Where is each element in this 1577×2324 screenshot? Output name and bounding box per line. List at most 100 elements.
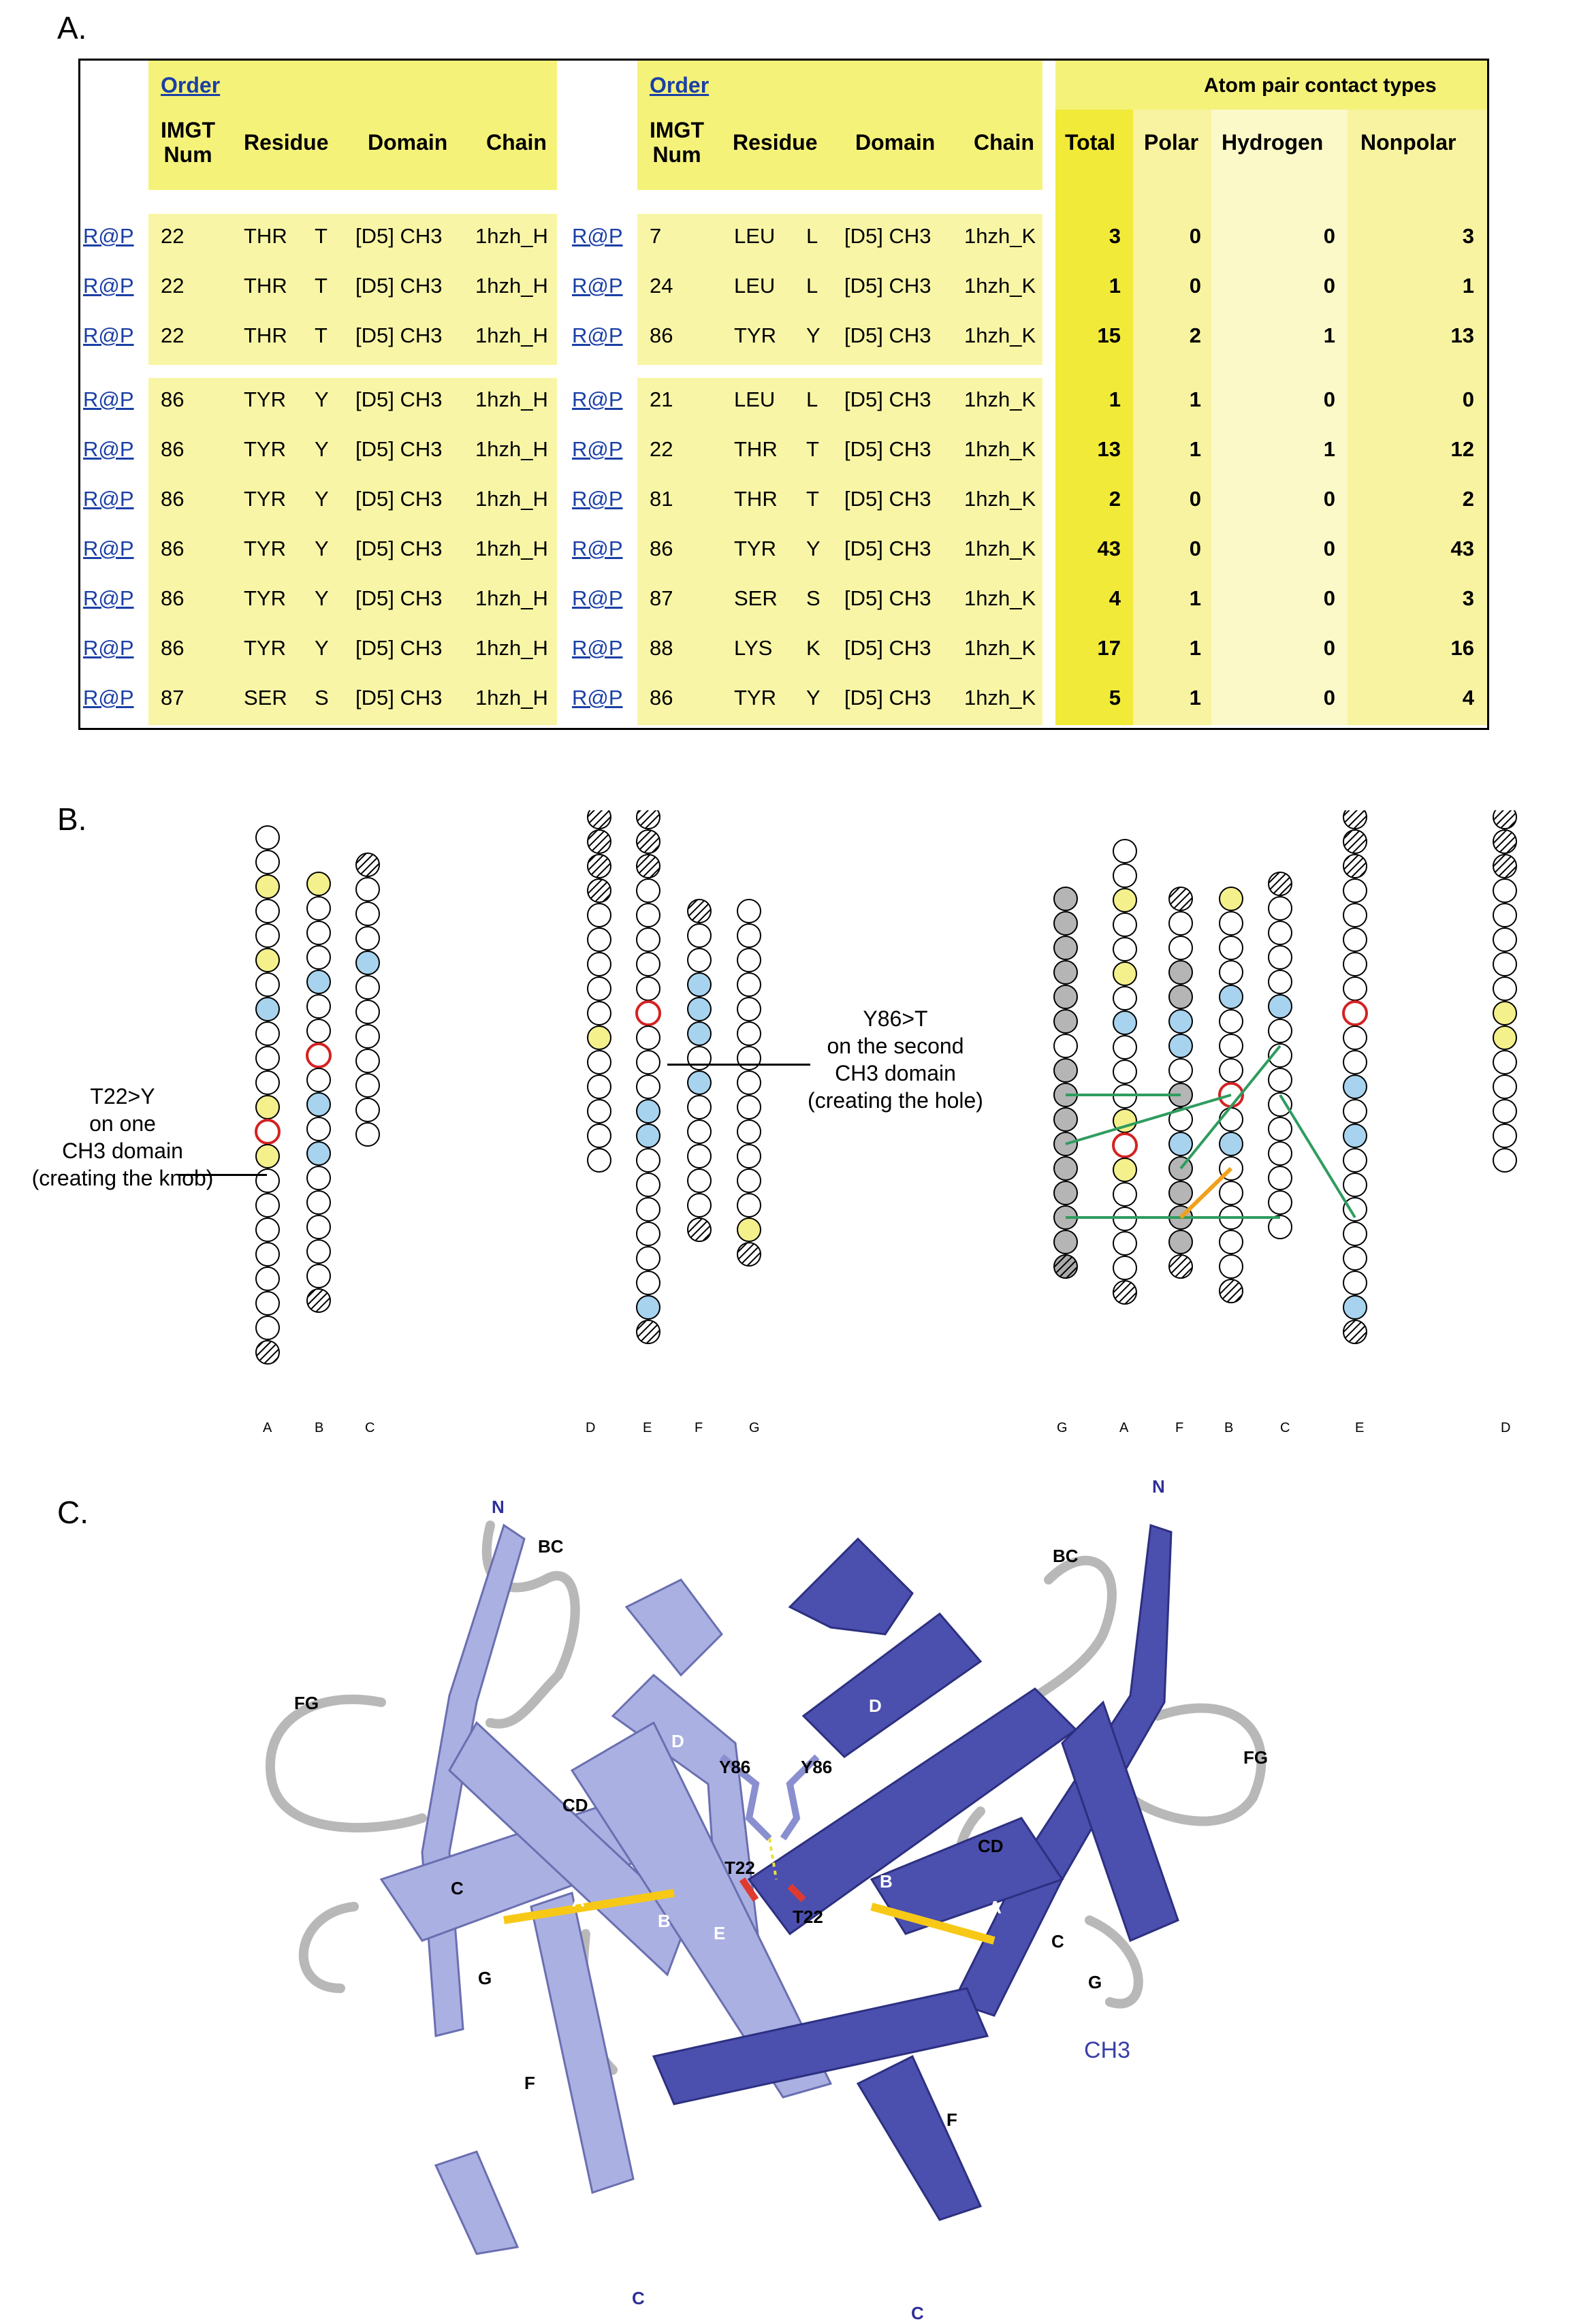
residue-bead: [1268, 970, 1292, 994]
residue-bead: [1112, 1132, 1138, 1158]
rap-link[interactable]: R@P: [572, 636, 623, 660]
table-cell-a1: Y: [315, 487, 329, 511]
c-right-f-label: F: [946, 2110, 957, 2130]
residue-bead: [1053, 1156, 1078, 1181]
table-cell-a1: Y: [315, 586, 329, 610]
table-cell-n2: 88: [650, 636, 673, 660]
residue-bead: [1113, 839, 1137, 863]
rap-link[interactable]: R@P: [83, 387, 134, 411]
c-right-cd-label: CD: [978, 1836, 1004, 1856]
c-left-a-label: A: [572, 1890, 585, 1911]
table-cell-hyd: 0: [1323, 537, 1335, 560]
table-cell-polar: 0: [1189, 274, 1201, 298]
residue-bead: [737, 997, 761, 1021]
rap-link[interactable]: R@P: [83, 437, 134, 461]
residue-bead: [255, 1340, 280, 1365]
residue-bead: [255, 850, 280, 874]
table-cell-total: 5: [1109, 686, 1121, 710]
table-cell-a2: S: [806, 586, 821, 610]
residue-bead: [687, 972, 712, 997]
residue-bead: [1342, 1000, 1368, 1026]
table-cell-a2: K: [806, 636, 821, 660]
residue-bead: [587, 1148, 611, 1173]
strand-label-left: E: [643, 1420, 652, 1435]
knob-line-2: on one: [89, 1111, 156, 1136]
residue-bead: [1343, 1075, 1367, 1099]
residue-bead: [1268, 1141, 1292, 1166]
table-cell-c1: 1hzh_H: [475, 586, 548, 610]
rap-link[interactable]: R@P: [572, 224, 623, 248]
residue-bead: [636, 1222, 660, 1246]
table-cell-total: 15: [1097, 323, 1121, 347]
knob-pointer-line: [178, 1174, 267, 1176]
residue-bead: [1343, 903, 1367, 927]
table-cell-r2: THR: [734, 437, 778, 461]
table-cell-a2: L: [806, 387, 818, 411]
residue-bead: [1053, 1107, 1078, 1132]
residue-bead: [1493, 1050, 1517, 1075]
residue-bead: [1168, 1009, 1193, 1034]
residue-bead: [1053, 1181, 1078, 1205]
rap-link[interactable]: R@P: [83, 224, 134, 248]
residue-bead: [255, 1046, 280, 1070]
residue-bead: [587, 829, 611, 854]
rap-link[interactable]: R@P: [83, 586, 134, 610]
table-row-gap: [80, 365, 1055, 378]
rap-link[interactable]: R@P: [83, 636, 134, 660]
residue-bead: [636, 976, 660, 1001]
rap-link[interactable]: R@P: [572, 487, 623, 511]
order-link-left[interactable]: Order: [161, 73, 221, 97]
table-cell-c2: 1hzh_K: [964, 686, 1036, 710]
residue-bead: [1053, 1058, 1078, 1083]
residue-bead: [587, 1025, 611, 1050]
disulfide-bridges: [503, 1889, 995, 1945]
rap-link[interactable]: R@P: [572, 274, 623, 298]
residue-bead: [1268, 896, 1292, 921]
rap-link[interactable]: R@P: [83, 487, 134, 511]
table-cell-c1: 1hzh_H: [475, 387, 548, 411]
rap-link[interactable]: R@P: [83, 274, 134, 298]
residue-bead: [306, 921, 331, 945]
strand-label-left: G: [749, 1420, 760, 1435]
strand-label-right: F: [1175, 1420, 1184, 1435]
rap-link[interactable]: R@P: [83, 323, 134, 347]
residue-bead: [1168, 887, 1193, 911]
rap-link[interactable]: R@P: [83, 537, 134, 560]
c-left-b-label: B: [658, 1911, 671, 1931]
residue-bead: [636, 1099, 660, 1124]
table-cell-a2: L: [806, 224, 818, 248]
table-cell-n1: 86: [161, 487, 185, 511]
table-cell-a2: L: [806, 274, 818, 298]
residue-bead: [1493, 1124, 1517, 1148]
residue-bead: [1168, 936, 1193, 960]
table-cell-n1: 86: [161, 586, 185, 610]
table-cell-polar: 1: [1189, 686, 1201, 710]
residue-bead: [635, 1000, 661, 1026]
rap-link[interactable]: R@P: [83, 686, 134, 710]
order-link-right[interactable]: Order: [650, 73, 710, 97]
residue-bead: [255, 1168, 280, 1193]
residue-bead: [355, 926, 380, 951]
table-cell-hyd: 0: [1323, 686, 1335, 710]
table-cell-a1: T: [315, 274, 328, 298]
rap-link[interactable]: R@P: [572, 686, 623, 710]
rap-link[interactable]: R@P: [572, 323, 623, 347]
residue-bead: [355, 902, 380, 926]
rap-link[interactable]: R@P: [572, 437, 623, 461]
residue-bead: [1493, 1025, 1517, 1050]
residue-bead: [636, 903, 660, 927]
hole-line-1: Y86>T: [863, 1006, 928, 1031]
rap-link[interactable]: R@P: [572, 387, 623, 411]
residue-bead: [1343, 810, 1367, 829]
col-header-chain-right: Chain: [974, 130, 1034, 155]
rap-link[interactable]: R@P: [572, 537, 623, 560]
table-cell-nonp: 4: [1462, 686, 1474, 710]
residue-bead: [1219, 1034, 1243, 1058]
table-cell-c2: 1hzh_K: [964, 487, 1036, 511]
rap-link[interactable]: R@P: [572, 586, 623, 610]
polar-column-bg: [1133, 110, 1211, 725]
residue-bead: [355, 1098, 380, 1122]
table-cell-d2: [D5] CH3: [844, 537, 931, 560]
residue-bead: [587, 903, 611, 927]
residue-bead: [255, 1095, 280, 1119]
